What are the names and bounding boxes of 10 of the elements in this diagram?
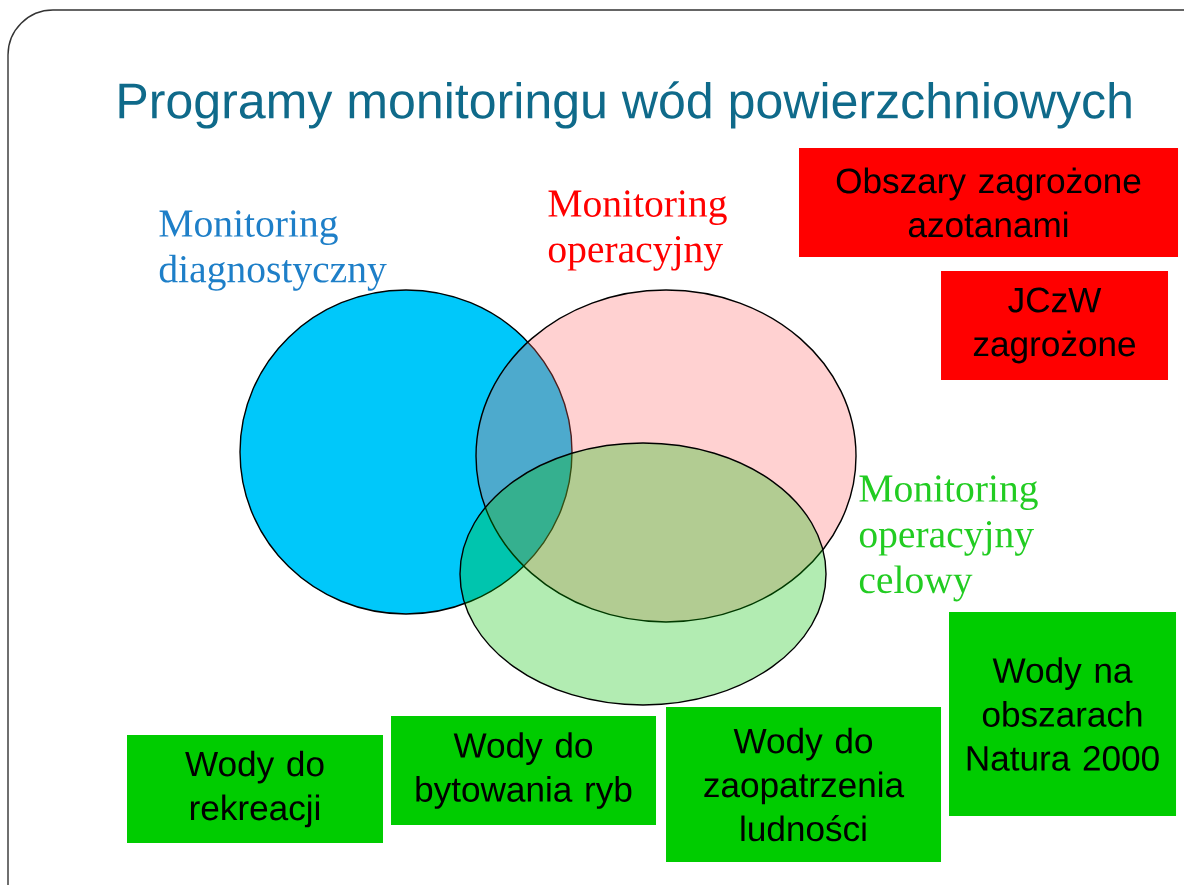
category-box: Obszary zagrożone azotanami	[799, 148, 1178, 257]
category-box: Wody do rekreacji	[127, 735, 383, 843]
category-box: Wody do zaopatrzenia ludności	[666, 707, 941, 862]
category-box: Wody do bytowania ryb	[391, 716, 656, 825]
title: Programy monitoringu wód powierzchniowych	[119, 81, 1131, 129]
category-box: JCzW zagrożone	[941, 271, 1168, 380]
ellipse-label: Monitoring operacyjny celowy	[859, 475, 1038, 602]
ellipse-label: Monitoring diagnostyczny	[159, 210, 387, 291]
ellipse-label: Monitoring operacyjny	[548, 190, 727, 271]
category-box: Wody na obszarach Natura 2000	[949, 612, 1176, 816]
